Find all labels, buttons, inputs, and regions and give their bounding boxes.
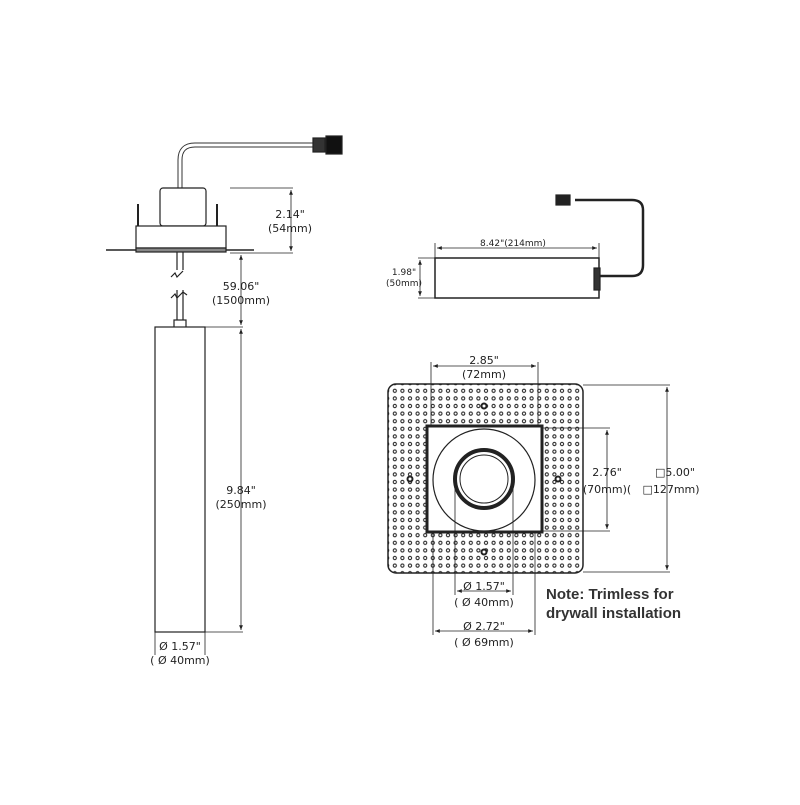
note-line-2: drywall installation [546,605,681,622]
opening-width-mm: (72mm) [462,368,506,381]
tube-length-in: 9.84" [226,484,256,497]
driver-view [418,194,645,299]
cable-length-mm: (1500mm) [212,294,270,307]
driver-height-in: 1.98" [392,268,416,278]
driver-height-mm: (50mm) [386,279,422,289]
tube-diameter-in: Ø 1.57" [159,640,201,653]
plate-front-view [387,362,670,635]
housing-height-mm: (54mm) [268,222,312,235]
note-line-1: Note: Trimless for [546,586,674,603]
outer-diameter-in: Ø 2.72" [463,620,505,633]
opening-height-mm: (70mm)( [583,483,631,496]
cable-length-in: 59.06" [223,280,260,293]
inner-diameter-in: Ø 1.57" [463,580,505,593]
housing-height-in: 2.14" [275,208,305,221]
inner-diameter-mm: ( Ø 40mm) [454,596,514,609]
fixture-side-view [106,135,343,655]
plate-size-in: □5.00" [655,466,695,479]
tube-length-mm: (250mm) [215,498,266,511]
tube-diameter-mm: ( Ø 40mm) [150,654,210,667]
opening-height-in: 2.76" [592,466,622,479]
outer-diameter-mm: ( Ø 69mm) [454,636,514,649]
plate-size-mm: □127mm) [642,483,699,496]
driver-length: 8.42"(214mm) [480,239,546,249]
opening-width-in: 2.85" [469,354,499,367]
